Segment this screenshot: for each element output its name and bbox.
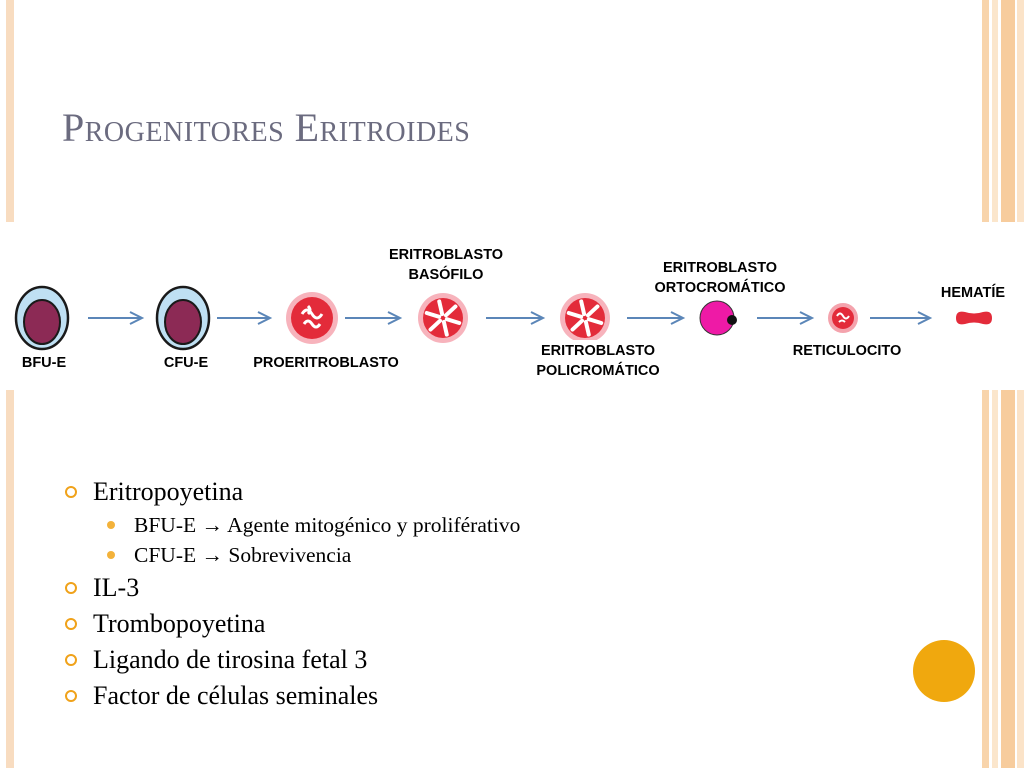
sub-bullet-text: BFU-E → Agente mitogénico y proliférativ… (134, 513, 521, 537)
label-background (657, 257, 783, 277)
cell-nucleus (23, 299, 61, 345)
sub-bullet-item: CFU-E → Sobrevivencia (62, 540, 882, 570)
red-blood-cell (956, 311, 992, 325)
sub-bullet-icon (107, 551, 115, 559)
arrow-head (387, 311, 403, 325)
reticulum (836, 312, 850, 323)
stage-label: CFU-E (164, 355, 209, 371)
arrow-head (129, 311, 145, 325)
sub-bullet-icon (107, 521, 115, 529)
arrow-head (799, 311, 815, 325)
bullet-icon (65, 582, 77, 594)
stage-label: RETICULOCITO (793, 343, 901, 359)
cell-body (832, 307, 854, 329)
label-background (383, 244, 509, 264)
bullet-text: Eritropoyetina (93, 477, 244, 506)
decorative-circle (913, 640, 975, 702)
slide-title: Progenitores Eritroides (62, 105, 471, 150)
chromatin (428, 318, 443, 332)
arrow-head (530, 311, 546, 325)
bullet-item: Eritropoyetina (62, 474, 882, 510)
chromatin (583, 319, 591, 337)
stage-label: ORTOCROMÁTICO (654, 279, 785, 296)
arrow-head (257, 311, 273, 325)
label-background (530, 360, 666, 380)
bullet-icon (65, 486, 77, 498)
stage-label: ERITROBLASTO (541, 343, 655, 359)
bullet-item: Ligando de tirosina fetal 3 (62, 642, 882, 678)
label-background (249, 352, 403, 372)
bullet-text: IL-3 (93, 573, 140, 602)
sub-bullet-text: CFU-E → Sobrevivencia (134, 543, 352, 567)
bullet-item: Trombopoyetina (62, 606, 882, 642)
bullet-item: IL-3 (62, 570, 882, 606)
chromatin (444, 317, 462, 326)
bullet-text: Trombopoyetina (93, 609, 266, 638)
erythropoiesis-diagram: BFU-E CFU-E PROERITROBLASTO ERITROBLASTO BAS… (0, 222, 1024, 390)
stage-label: BASÓFILO (409, 265, 484, 283)
sub-bullet-item: BFU-E → Agente mitogénico y proliférativ… (62, 510, 882, 540)
chromatin (579, 299, 587, 317)
stage-label: BFU-E (22, 355, 67, 371)
stage-label: ERITROBLASTO (663, 260, 777, 276)
label-background (784, 340, 910, 360)
stage-label: ERITROBLASTO (389, 247, 503, 263)
bullet-icon (65, 654, 77, 666)
label-background (402, 264, 490, 284)
chromatin (566, 310, 584, 319)
bullet-icon (65, 618, 77, 630)
stage-label: POLICROMÁTICO (536, 362, 659, 379)
bullet-text: Ligando de tirosina fetal 3 (93, 645, 368, 674)
chromatin (441, 319, 449, 337)
stage-label: HEMATÍE (941, 284, 1006, 301)
cell-body (423, 298, 463, 338)
cell-body (565, 298, 605, 338)
chromatin (443, 304, 458, 318)
bullet-text: Factor de células seminales (93, 681, 379, 710)
arrow-head (670, 311, 686, 325)
label-background (934, 282, 1012, 302)
label-background (535, 340, 661, 360)
chromatin (585, 304, 600, 318)
chromatin (586, 317, 604, 326)
arrow-head (917, 311, 933, 325)
stage-label: PROERITROBLASTO (253, 355, 399, 371)
chromatin (424, 310, 442, 319)
label-background (652, 277, 788, 297)
chromatin (300, 304, 324, 329)
label-background (15, 352, 73, 372)
label-background (157, 352, 215, 372)
bullet-item: Factor de células seminales (62, 678, 882, 714)
bullet-icon (65, 690, 77, 702)
cell-nucleus (727, 315, 737, 325)
chromatin (570, 318, 585, 332)
cell-nucleus (164, 299, 202, 345)
chromatin (437, 299, 445, 317)
cell-body (291, 297, 333, 339)
